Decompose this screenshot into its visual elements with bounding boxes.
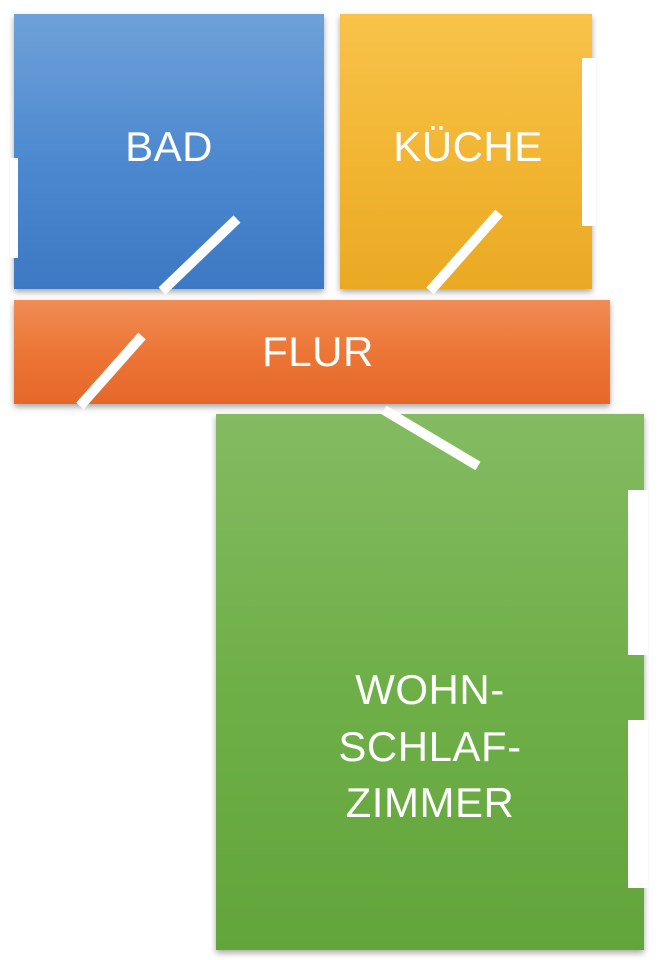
window-notch-bad-left	[10, 158, 18, 258]
room-kueche: KÜCHE	[340, 14, 592, 289]
window-notch-wohn-right-2	[628, 720, 648, 888]
room-bad: BAD	[14, 14, 324, 289]
room-kueche-label: KÜCHE	[393, 122, 543, 170]
room-flur: FLUR	[14, 300, 610, 404]
room-bad-label: BAD	[125, 122, 213, 170]
room-flur-label: FLUR	[262, 328, 374, 375]
window-notch-wohn-right-1	[628, 490, 648, 655]
room-wohn-schlafzimmer-label: WOHN- SCHLAF- ZIMMER	[338, 665, 522, 827]
window-notch-kueche-right	[582, 58, 596, 226]
room-wohn-schlafzimmer: WOHN- SCHLAF- ZIMMER	[216, 414, 644, 950]
